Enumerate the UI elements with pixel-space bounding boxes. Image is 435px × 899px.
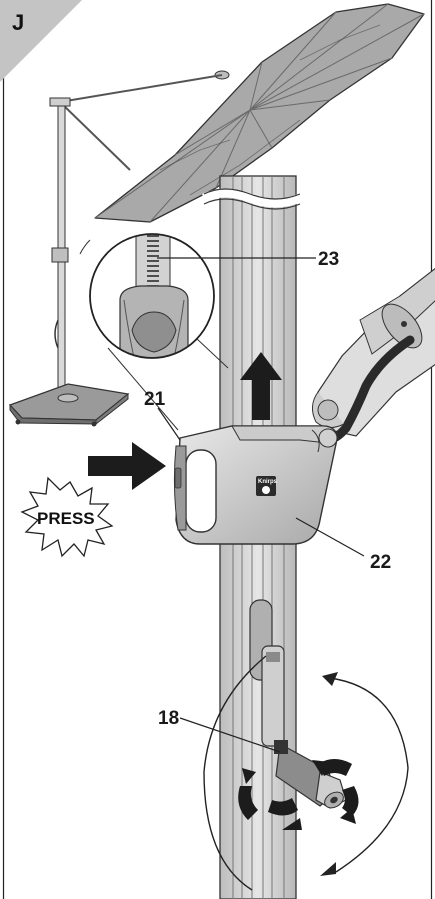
callout-22: 22 <box>370 552 391 573</box>
rotate-arrows-icon <box>238 759 359 830</box>
hand-arm <box>312 268 435 444</box>
crank <box>249 599 347 809</box>
zoom-detail: 23 <box>89 233 339 431</box>
rotation-path <box>203 655 409 891</box>
slide-handle: Knirps <box>173 425 338 545</box>
push-arrow-icon <box>88 442 166 490</box>
callout-18: 18 <box>158 708 179 729</box>
press-burst: PRESS <box>20 476 114 558</box>
step-tab: J <box>0 0 82 82</box>
callout-23: 23 <box>318 249 339 270</box>
press-label: PRESS <box>37 509 95 528</box>
brand-text: Knirps <box>258 479 278 485</box>
up-arrow-icon <box>240 352 282 420</box>
callout-21: 21 <box>144 389 166 410</box>
step-letter: J <box>12 10 24 35</box>
